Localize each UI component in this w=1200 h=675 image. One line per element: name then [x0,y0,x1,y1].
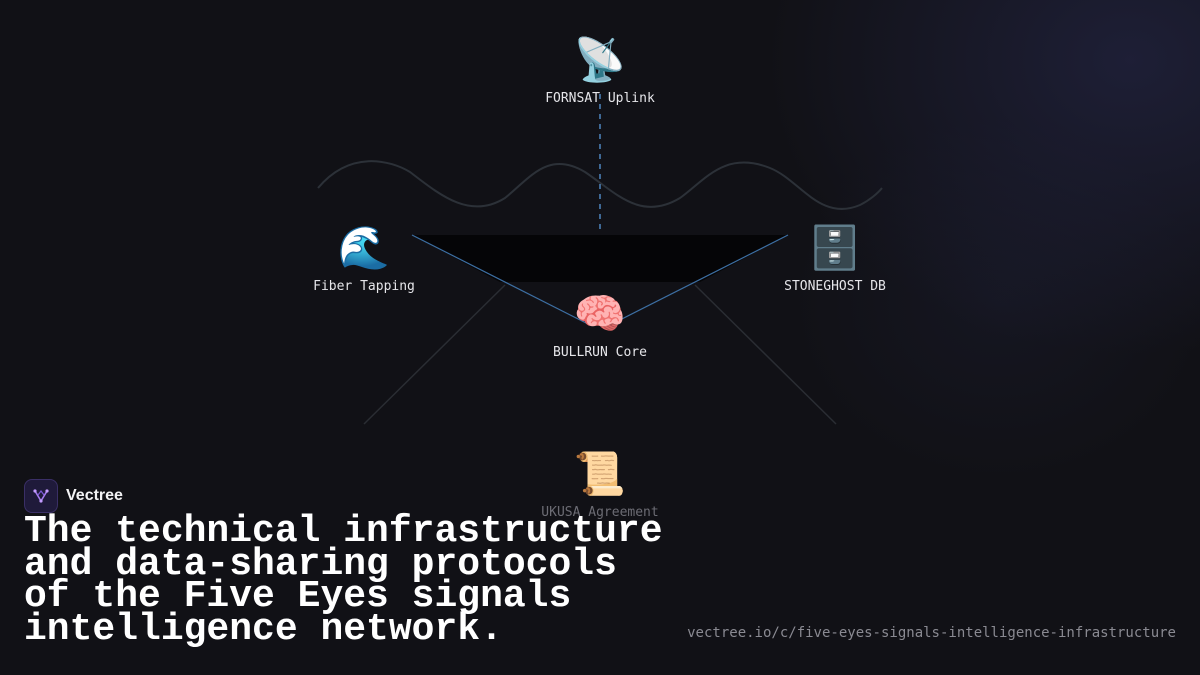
satellite-dish-icon: 📡 [573,35,627,84]
page-url[interactable]: vectree.io/c/five-eyes-signals-intellige… [687,625,1176,641]
link-right-down [694,284,837,425]
brain-icon: 🧠 [573,289,627,338]
link-fiber-bullrun [411,234,591,326]
funnel-shape [412,235,788,282]
node-label: STONEGHOST DB [784,279,886,294]
signal-wave [317,160,883,210]
node-label: UKUSA Agreement [541,505,659,520]
link-left-down [363,284,506,425]
node-fornsat[interactable]: 📡 FORNSAT Uplink [500,35,700,106]
node-label: FORNSAT Uplink [545,91,655,106]
brand[interactable]: Vectree [24,479,123,513]
brand-name: Vectree [66,487,123,504]
node-bullrun[interactable]: 🧠 BULLRUN Core [500,289,700,360]
scroll-icon: 📜 [573,449,627,498]
v-tree-logo-icon [24,479,58,513]
file-cabinet-icon: 🗄️ [808,223,862,272]
node-fiber-tapping[interactable]: 🌊 Fiber Tapping [264,223,464,294]
node-label: Fiber Tapping [313,279,415,294]
link-stoneghost-bullrun [609,234,789,326]
node-label: BULLRUN Core [553,345,647,360]
node-stoneghost[interactable]: 🗄️ STONEGHOST DB [735,223,935,294]
headline: The technical infrastructure and data-sh… [24,510,663,651]
wave-icon: 🌊 [337,223,391,272]
node-ukusa[interactable]: 📜 UKUSA Agreement [500,449,700,520]
